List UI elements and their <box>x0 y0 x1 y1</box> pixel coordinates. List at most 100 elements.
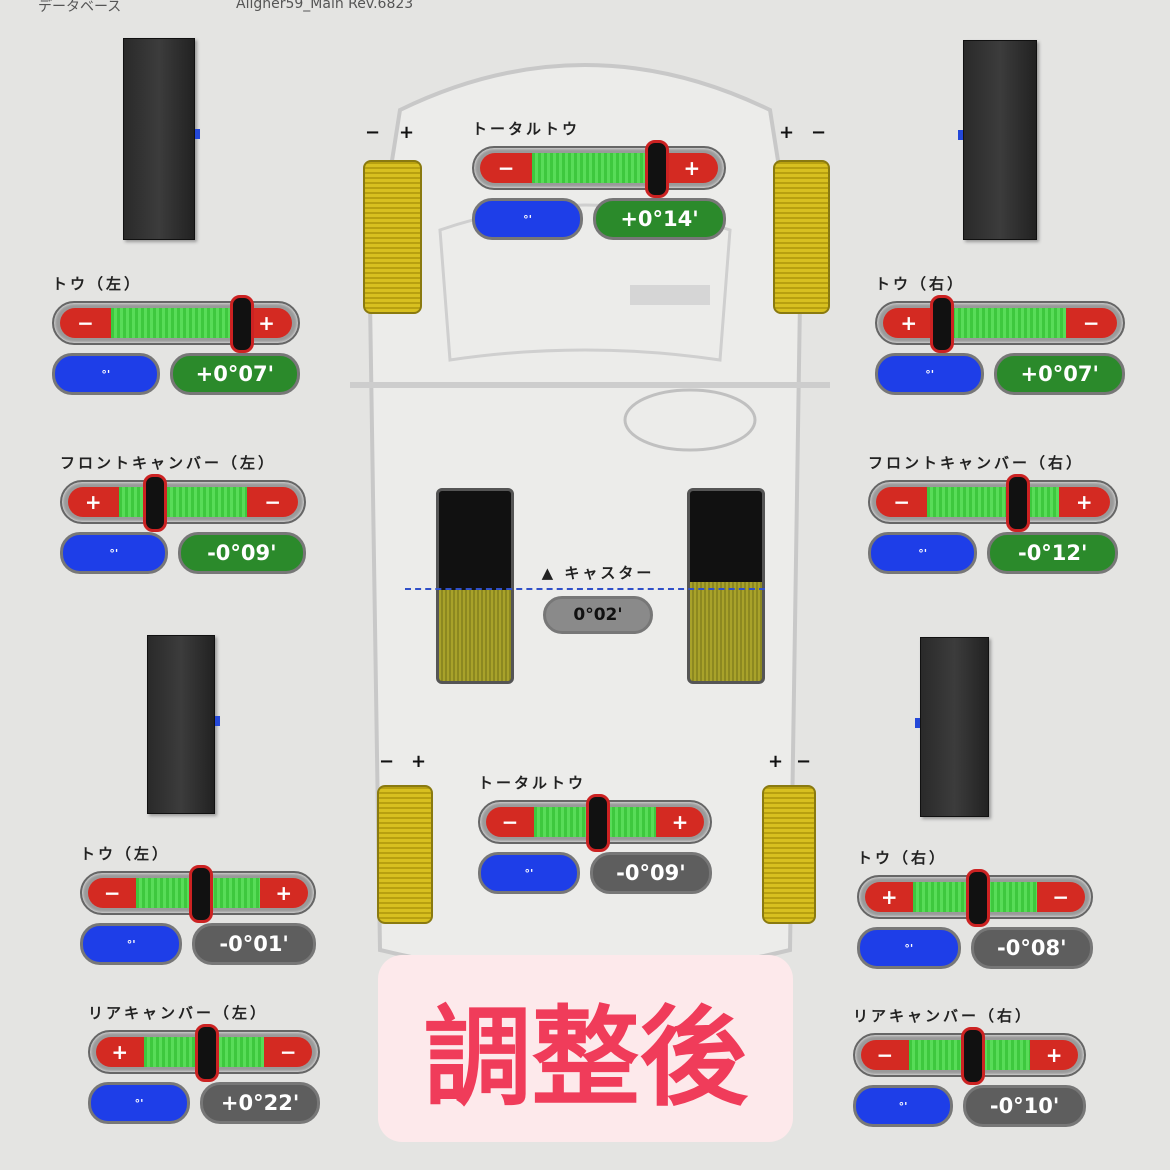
unit-button[interactable]: °' <box>853 1085 954 1127</box>
rear-left-tire: − + <box>377 751 433 924</box>
tire-minus: − <box>811 122 827 143</box>
panel-label: リアキャンバー（右） <box>853 1007 1034 1025</box>
unit-button[interactable]: °' <box>80 923 183 965</box>
bar-right-sign: + <box>656 807 704 837</box>
panel-label: トータルトウ <box>478 774 587 792</box>
front-left-tire: − + <box>363 122 422 314</box>
caster-reference-line <box>405 588 765 590</box>
measurement-value: -0°09' <box>589 852 712 894</box>
bar-left-sign: − <box>480 153 533 183</box>
unit-button[interactable]: °' <box>875 353 985 395</box>
unit-button[interactable]: °' <box>60 532 168 574</box>
bar-tolerance-zone <box>927 487 1059 517</box>
panel-label: リアキャンバー（左） <box>88 1004 269 1022</box>
tire-plus: + <box>411 751 427 772</box>
adjustment-bar: − + <box>853 1027 1086 1085</box>
rear-camber-right-panel: リアキャンバー（右） − + °' -0°10' <box>853 1005 1086 1127</box>
measurement-value: -0°12' <box>987 532 1118 574</box>
bar-indicator <box>960 1027 985 1085</box>
bar-indicator <box>929 295 954 353</box>
rear-toe-left-panel: トウ（左） − + °' -0°01' <box>80 843 316 965</box>
adjustment-bar: + − <box>875 295 1125 353</box>
bar-tolerance-zone <box>532 153 666 183</box>
front-camber-right-panel: フロントキャンバー（右） − + °' -0°12' <box>868 452 1118 574</box>
unit-button[interactable]: °' <box>88 1082 191 1124</box>
after-adjustment-overlay: 調整後 <box>378 955 793 1142</box>
panel-label: トウ（左） <box>80 845 171 863</box>
rear-right-tire: + − <box>762 751 816 924</box>
front-right-toe-gauge <box>958 40 1037 240</box>
tire-plus: + <box>399 122 415 143</box>
adjustment-bar: + − <box>857 869 1093 927</box>
bar-right-sign: − <box>1065 308 1117 338</box>
measurement-value: +0°07' <box>994 353 1125 395</box>
rear-toe-right-panel: トウ（右） + − °' -0°08' <box>857 847 1093 969</box>
front-left-toe-gauge <box>123 38 200 240</box>
caster-label: ▲ キャスター <box>541 564 655 582</box>
bar-left-sign: + <box>865 882 914 912</box>
tire-minus: − <box>379 751 395 772</box>
front-right-tire: + − <box>773 122 830 314</box>
adjustment-bar: + − <box>60 474 306 532</box>
bar-indicator <box>586 794 610 852</box>
bar-left-sign: − <box>486 807 534 837</box>
bar-tolerance-zone <box>934 308 1066 338</box>
bar-left-sign: − <box>88 878 137 908</box>
database-label: データベース <box>38 0 122 15</box>
caster-left-gauge <box>436 488 514 684</box>
measurement-value: +0°14' <box>593 198 726 240</box>
panel-label: トータルトウ <box>472 120 581 138</box>
caster-right-fill <box>690 582 762 681</box>
rear-camber-left-panel: リアキャンバー（左） + − °' +0°22' <box>88 1002 320 1124</box>
bar-indicator <box>966 869 990 927</box>
bar-right-sign: + <box>1058 487 1110 517</box>
panel-label: フロントキャンバー（左） <box>60 454 277 472</box>
rear-total-toe-panel: トータルトウ − + °' -0°09' <box>478 772 712 894</box>
front-toe-left-panel: トウ（左） − + °' +0°07' <box>52 273 300 395</box>
adjustment-bar: − + <box>80 865 316 923</box>
panel-label: トウ（右） <box>857 849 948 867</box>
measurement-value: -0°01' <box>192 923 316 965</box>
bar-indicator <box>1006 474 1031 532</box>
unit-button[interactable]: °' <box>857 927 961 969</box>
front-total-toe-panel: トータルトウ − + °' +0°14' <box>472 118 726 240</box>
bar-indicator <box>189 865 213 923</box>
caster-value: 0°02' <box>543 596 653 634</box>
unit-button[interactable]: °' <box>478 852 580 894</box>
bar-right-sign: + <box>1030 1040 1078 1070</box>
adjustment-bar: − + <box>868 474 1118 532</box>
bar-indicator <box>645 140 669 198</box>
panel-label: トウ（右） <box>875 275 966 293</box>
unit-button[interactable]: °' <box>868 532 978 574</box>
bar-tolerance-zone <box>111 308 241 338</box>
rear-left-toe-gauge <box>147 635 220 814</box>
bar-left-sign: + <box>883 308 935 338</box>
bar-left-sign: − <box>60 308 112 338</box>
tire-minus: − <box>365 122 381 143</box>
panel-label: フロントキャンバー（右） <box>868 454 1085 472</box>
bar-left-sign: − <box>876 487 928 517</box>
app-title: Aligner59_Main Rev.6823 <box>236 0 414 12</box>
measurement-value: -0°08' <box>970 927 1093 969</box>
unit-button[interactable]: °' <box>472 198 584 240</box>
bar-right-sign: + <box>665 153 718 183</box>
front-toe-right-panel: トウ（右） + − °' +0°07' <box>875 273 1125 395</box>
tire-plus: + <box>768 751 784 772</box>
adjustment-bar: − + <box>472 140 726 198</box>
adjustment-bar: − + <box>478 794 712 852</box>
bar-indicator <box>230 295 255 353</box>
measurement-value: -0°09' <box>177 532 306 574</box>
bar-indicator <box>195 1024 219 1082</box>
bar-right-sign: − <box>1036 882 1085 912</box>
measurement-value: -0°10' <box>963 1085 1086 1127</box>
adjustment-bar: + − <box>88 1024 320 1082</box>
bar-right-sign: − <box>247 487 298 517</box>
front-camber-left-panel: フロントキャンバー（左） + − °' -0°09' <box>60 452 306 574</box>
bar-tolerance-zone <box>118 487 248 517</box>
bar-indicator <box>142 474 167 532</box>
adjustment-bar: − + <box>52 295 300 353</box>
bar-right-sign: − <box>264 1037 312 1067</box>
caster-right-gauge <box>687 488 765 684</box>
unit-button[interactable]: °' <box>52 353 160 395</box>
bar-left-sign: + <box>96 1037 144 1067</box>
